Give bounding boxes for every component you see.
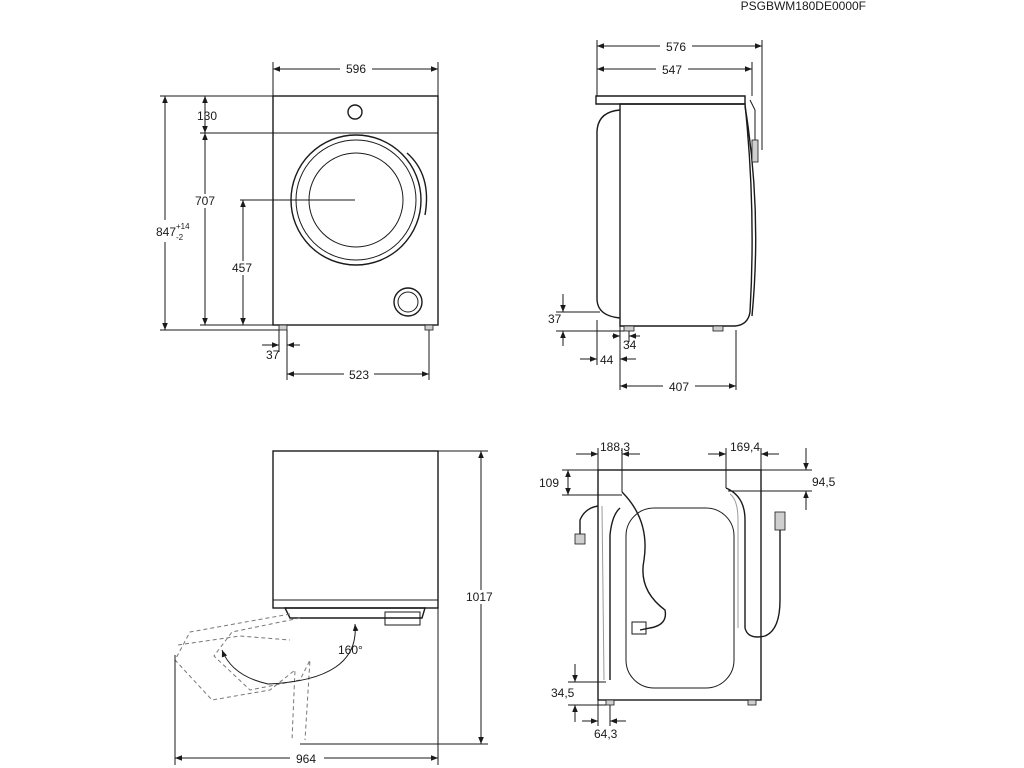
rear-view: 188,3 169,4 109 94,5 34,5 64,3 xyxy=(539,440,836,741)
label-drain-457: 457 xyxy=(232,261,252,275)
door-open-outline xyxy=(174,613,296,741)
door-open-outline-3 xyxy=(177,635,291,646)
label-bg xyxy=(656,62,688,76)
rear-foot-right xyxy=(747,699,757,706)
front-view: 596 847 +14 -2 130 707 457 37 523 xyxy=(151,61,439,382)
filter-cover-inner xyxy=(397,291,419,313)
label-tolerance-minus: -2 xyxy=(176,233,184,242)
side-body xyxy=(619,103,753,327)
rear-body xyxy=(597,469,762,701)
label-side-37: 37 xyxy=(548,312,562,326)
top-body xyxy=(272,450,439,609)
side-view: 576 547 37 34 44 407 xyxy=(548,39,763,394)
power-plug xyxy=(631,621,647,635)
front-foot-left xyxy=(278,324,288,331)
side-top-lid xyxy=(595,95,746,105)
side-foot-rear xyxy=(623,325,635,332)
side-door-latch xyxy=(751,139,759,163)
inlet-hose xyxy=(725,487,781,638)
label-depth-547: 547 xyxy=(662,63,682,77)
side-door xyxy=(744,105,757,317)
inlet-hose-outer xyxy=(729,493,739,628)
label-tolerance-plus: +14 xyxy=(176,222,190,231)
power-cable xyxy=(621,491,667,631)
label-64-3: 64,3 xyxy=(594,727,618,741)
label-bg xyxy=(290,751,324,765)
label-side-34: 34 xyxy=(623,338,637,352)
door-hinge-detail xyxy=(406,152,428,216)
drain-hose-loop xyxy=(609,507,621,680)
label-94-5: 94,5 xyxy=(812,475,836,489)
drain-hose-outer xyxy=(601,505,605,681)
label-bg xyxy=(193,194,219,208)
filter-cover xyxy=(393,287,423,317)
label-bg xyxy=(663,379,695,393)
label-panel-130: 130 xyxy=(197,109,217,123)
label-bg xyxy=(340,61,372,75)
front-foot-right xyxy=(424,324,434,331)
inlet-hose-connector xyxy=(774,511,786,531)
label-door-707: 707 xyxy=(195,194,215,208)
door-closed-outline xyxy=(283,607,426,619)
rear-foot-left xyxy=(605,699,615,706)
label-foot-37: 37 xyxy=(266,348,280,362)
label-door-angle: 160° xyxy=(338,643,363,657)
door-swing-arc xyxy=(221,623,359,685)
label-bg xyxy=(230,261,256,275)
label-bg xyxy=(462,590,498,604)
label-bg xyxy=(660,39,692,53)
label-964: 964 xyxy=(296,752,316,766)
label-bg xyxy=(344,367,374,381)
drain-hose-end xyxy=(574,533,586,545)
label-34-5: 34,5 xyxy=(551,686,575,700)
label-188-3: 188,3 xyxy=(600,440,630,454)
door-open-outline-2 xyxy=(213,617,311,741)
label-width-596: 596 xyxy=(346,62,366,76)
front-body xyxy=(272,95,439,326)
program-knob xyxy=(347,104,363,120)
label-side-44: 44 xyxy=(600,353,614,367)
label-1017: 1017 xyxy=(466,590,493,604)
side-rear-bulge xyxy=(596,109,621,319)
label-169-4: 169,4 xyxy=(730,440,760,454)
model-code: PSGBWM180DE0000F xyxy=(741,0,866,13)
label-feet-523: 523 xyxy=(349,368,369,382)
label-depth-576: 576 xyxy=(666,40,686,54)
label-109: 109 xyxy=(539,476,559,490)
door-hinge xyxy=(384,611,421,626)
door-open-view: 160° 1017 964 xyxy=(174,450,498,766)
rear-panel xyxy=(625,507,735,689)
label-bg xyxy=(151,220,191,242)
label-height-847: 847 xyxy=(156,225,176,239)
label-side-407: 407 xyxy=(669,380,689,394)
drain-hose xyxy=(579,505,599,540)
side-foot-front xyxy=(712,325,724,332)
